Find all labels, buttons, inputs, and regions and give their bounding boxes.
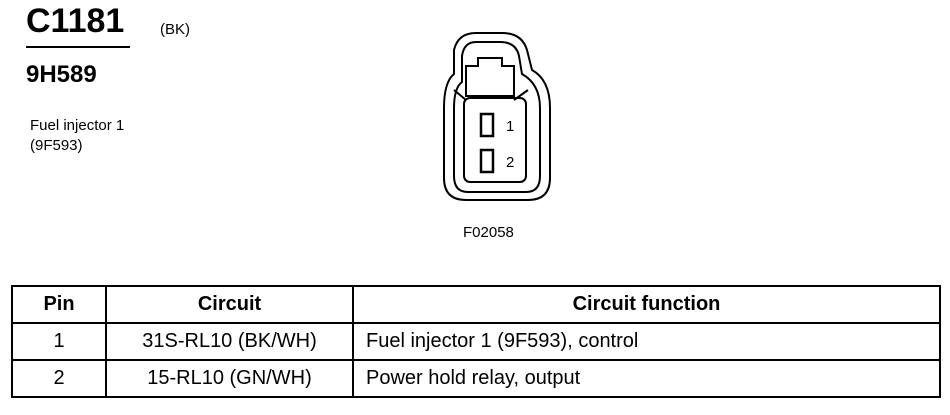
cell-circuit: 15-RL10 (GN/WH) — [105, 359, 354, 398]
pin-table: Pin Circuit Circuit function 1 31S-RL10 … — [11, 285, 941, 398]
component-code: (9F593) — [30, 137, 83, 154]
cell-circuit: 31S-RL10 (BK/WH) — [105, 322, 354, 361]
cell-function: Fuel injector 1 (9F593), control — [352, 322, 941, 361]
cell-pin: 2 — [11, 359, 107, 398]
connector-id-underline — [26, 46, 130, 48]
connector-inner-shell — [453, 41, 541, 193]
connector-id: C1181 — [26, 2, 125, 40]
figure-id: F02058 — [463, 224, 514, 241]
pin-2-slot — [479, 148, 495, 174]
cell-function: Power hold relay, output — [352, 359, 941, 398]
connector-outer-shell — [443, 32, 551, 201]
part-number: 9H589 — [26, 61, 97, 88]
connector-latch — [465, 57, 515, 97]
header-circuit-function: Circuit function — [352, 285, 941, 324]
table-row: 1 31S-RL10 (BK/WH) Fuel injector 1 (9F59… — [11, 322, 941, 361]
pin-1-label: 1 — [506, 118, 514, 135]
pin-cavity-block — [463, 97, 527, 183]
header-pin: Pin — [11, 285, 107, 324]
pin-1-slot — [479, 112, 495, 138]
table-row: 2 15-RL10 (GN/WH) Power hold relay, outp… — [11, 359, 941, 398]
table-header-row: Pin Circuit Circuit function — [11, 285, 941, 324]
cell-pin: 1 — [11, 322, 107, 361]
header-circuit: Circuit — [105, 285, 354, 324]
connector-face-drawing: 1 2 — [443, 32, 551, 201]
component-name: Fuel injector 1 — [30, 117, 125, 134]
pin-2-label: 2 — [506, 154, 514, 171]
connector-color: (BK) — [160, 21, 190, 38]
